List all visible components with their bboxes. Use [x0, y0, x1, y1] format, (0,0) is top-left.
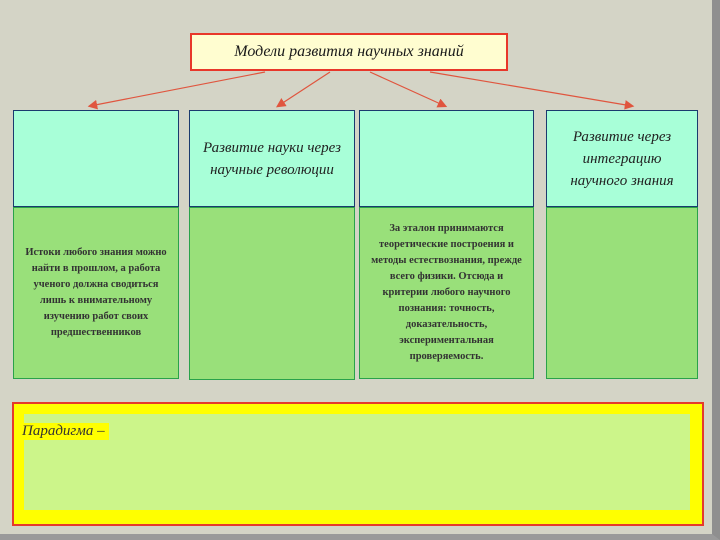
paradigm-content-area — [24, 414, 690, 510]
diagram-title-text: Модели развития научных знаний — [234, 43, 464, 60]
column-4-body — [546, 207, 698, 379]
arrow-col-4 — [429, 71, 635, 110]
arrow-col-1 — [87, 71, 266, 110]
arrow-col-3 — [369, 71, 448, 108]
column-3-heading — [359, 110, 534, 207]
column-2-heading: Развитие науки через научные революции — [189, 110, 355, 207]
column-3-body: За эталон принимаются теоретические пост… — [359, 207, 534, 379]
arrow-col-2 — [275, 71, 331, 108]
column-2-body — [189, 207, 355, 380]
paradigm-label: Парадигма – — [22, 423, 109, 440]
diagram-title: Модели развития научных знаний — [190, 33, 508, 71]
column-1-body: Истоки любого знания можно найти в прошл… — [13, 207, 179, 379]
column-1-heading — [13, 110, 179, 207]
column-4-heading: Развитие через интеграцию научного знани… — [546, 110, 698, 207]
